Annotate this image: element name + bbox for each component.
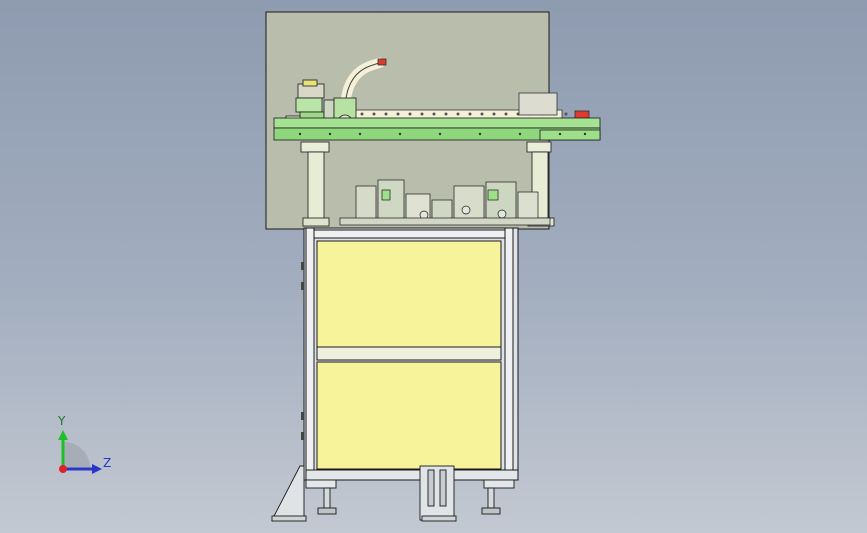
cabinet-panel-upper bbox=[316, 240, 502, 348]
cabinet-panel-lower bbox=[316, 361, 502, 470]
base-rail bbox=[305, 469, 519, 481]
door-hinges bbox=[301, 262, 304, 440]
coordinate-triad bbox=[58, 430, 102, 474]
top-plate bbox=[273, 117, 601, 141]
cable-chain-guide bbox=[518, 92, 558, 116]
y-axis-label: Y bbox=[58, 414, 66, 428]
plate-holes bbox=[298, 132, 587, 136]
lower-mechanisms bbox=[339, 179, 551, 226]
triad-origin bbox=[59, 465, 67, 473]
z-axis-label: Z bbox=[103, 456, 112, 470]
cabinet-divider bbox=[316, 346, 502, 361]
feet bbox=[271, 465, 515, 522]
